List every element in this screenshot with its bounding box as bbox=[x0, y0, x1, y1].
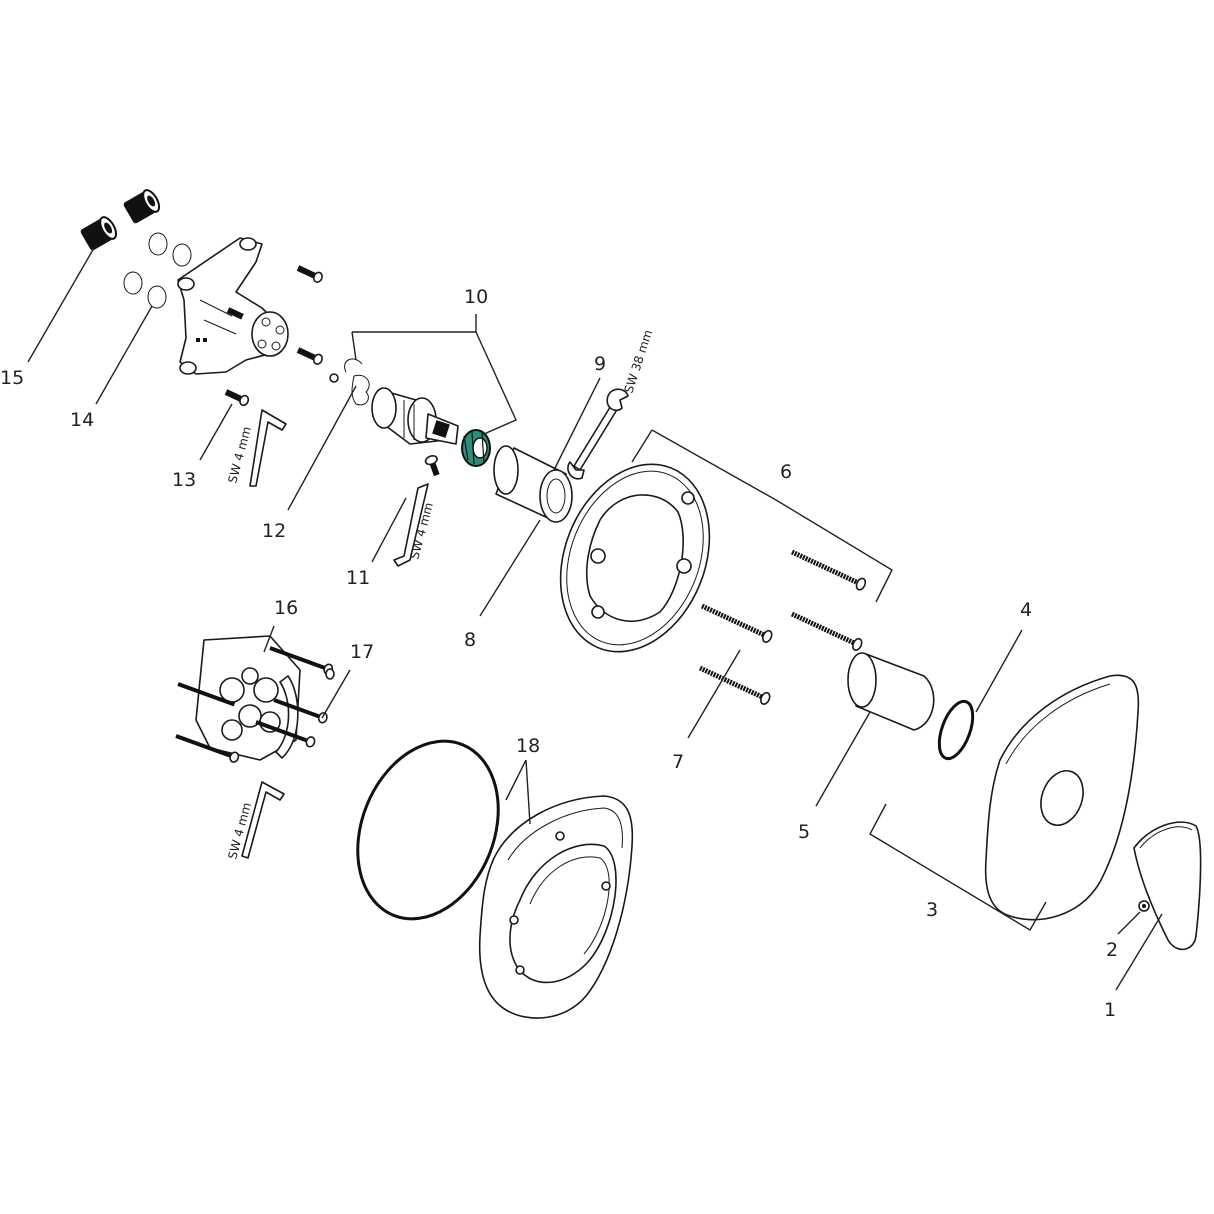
valve-body bbox=[177, 237, 289, 375]
callout-4: 4 bbox=[1020, 599, 1032, 621]
callout-9: 9 bbox=[594, 353, 606, 375]
callout-11: 11 bbox=[346, 567, 370, 589]
part-18-seal-ring bbox=[356, 739, 500, 921]
callout-5: 5 bbox=[798, 821, 810, 843]
callout-7: 7 bbox=[672, 751, 684, 773]
part-4-o-ring bbox=[937, 699, 975, 761]
rough-in-key: SW 4 mm bbox=[225, 781, 285, 861]
callout-13: 13 bbox=[172, 469, 196, 491]
part-15-nuts bbox=[80, 189, 161, 251]
callout-6: 6 bbox=[780, 461, 792, 483]
leader-lines bbox=[27, 247, 1163, 991]
part-17-rough-in-screws bbox=[175, 646, 335, 763]
callout-18: 18 bbox=[516, 735, 540, 757]
callout-14: 14 bbox=[70, 409, 94, 431]
tool-label-sw4-a: SW 4 mm bbox=[225, 425, 254, 485]
part-2-set-screw bbox=[1138, 900, 1150, 912]
part-6-mounting-plate bbox=[559, 463, 711, 653]
tool-label-sw38: SW 38 mm bbox=[622, 328, 656, 395]
callout-10: 10 bbox=[464, 286, 488, 308]
part-11-screw-and-key: SW 4 mm bbox=[393, 455, 440, 567]
callout-15: 15 bbox=[0, 367, 24, 389]
part-7-long-screws bbox=[698, 549, 867, 705]
highlight-ring bbox=[461, 429, 491, 467]
callout-2: 2 bbox=[1106, 939, 1118, 961]
part-1-handle bbox=[1133, 821, 1202, 951]
part-10-cartridge bbox=[371, 387, 459, 445]
callout-labels: 1 2 3 4 5 6 7 8 9 10 11 12 13 14 15 16 1… bbox=[0, 286, 1118, 1021]
part-3-escutcheon bbox=[984, 674, 1140, 921]
part-9-wrench: SW 38 mm bbox=[567, 328, 656, 480]
valve-screws bbox=[226, 265, 323, 365]
part-5-cover-sleeve bbox=[847, 652, 935, 731]
callout-16: 16 bbox=[274, 597, 298, 619]
callout-17: 17 bbox=[350, 641, 374, 663]
part-8-sleeve bbox=[493, 445, 573, 523]
callout-12: 12 bbox=[262, 520, 286, 542]
part-12-clip-and-seals bbox=[329, 358, 370, 406]
callout-8: 8 bbox=[464, 629, 476, 651]
callout-3: 3 bbox=[926, 899, 938, 921]
part-14-o-rings bbox=[123, 232, 192, 309]
part-18-plaster-shield bbox=[478, 795, 634, 1019]
part-13-screw-and-key: SW 4 mm bbox=[224, 389, 287, 487]
callout-1: 1 bbox=[1104, 999, 1116, 1021]
